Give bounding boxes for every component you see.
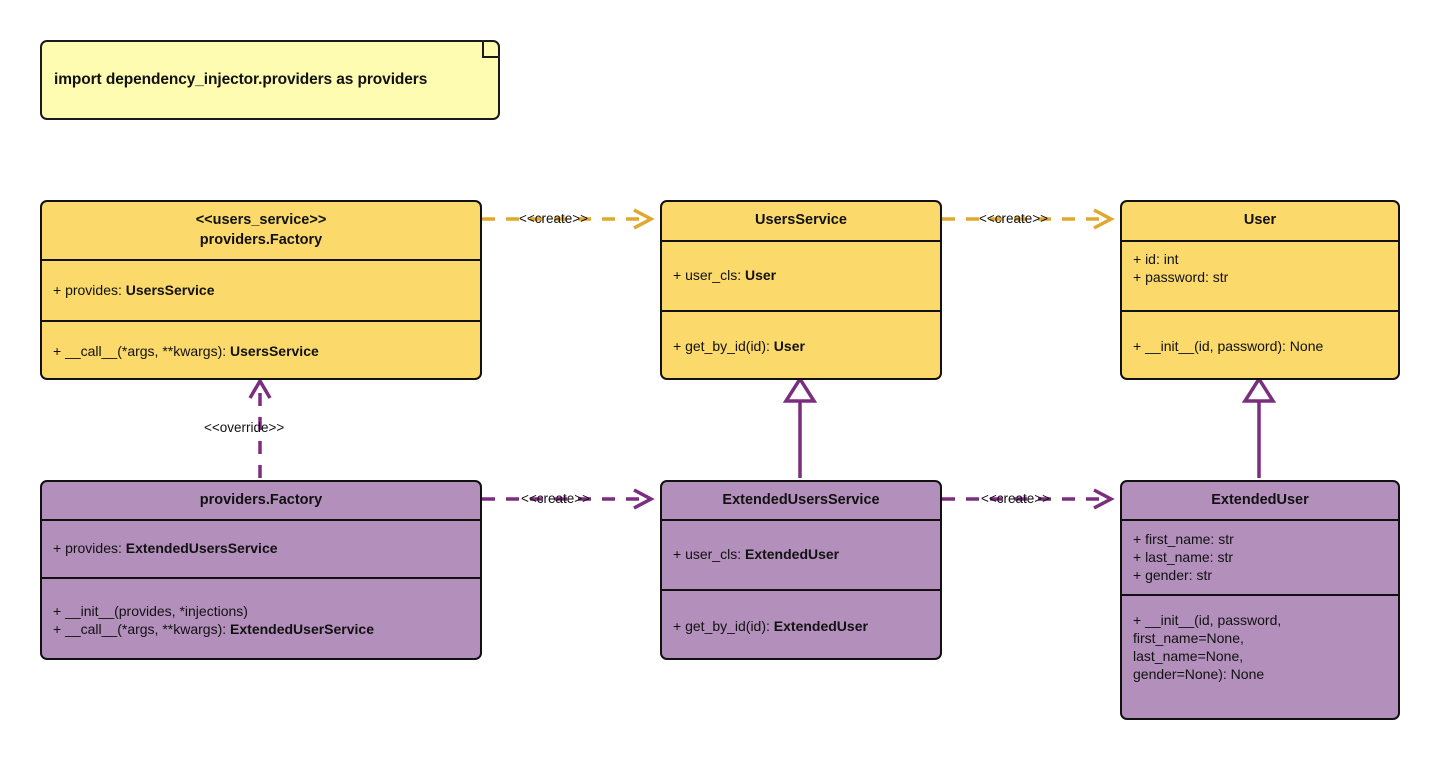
class-methods-extended-factory: + __init__(provides, *injections) + __ca… bbox=[42, 577, 480, 658]
class-stereotype: <<users_service>> bbox=[195, 212, 327, 229]
attribute-row: + last_name: str bbox=[1133, 548, 1233, 565]
class-name: ExtendedUser bbox=[1211, 491, 1309, 508]
class-title-extended-user: ExtendedUser bbox=[1122, 482, 1398, 519]
class-name: ExtendedUsersService bbox=[722, 491, 880, 508]
attribute-row: + user_cls: ExtendedUser bbox=[673, 546, 840, 563]
class-methods-extended-users-service: + get_by_id(id): ExtendedUser bbox=[662, 589, 940, 658]
note-text: import dependency_injector.providers as … bbox=[54, 71, 428, 88]
class-title-users-service: UsersService bbox=[662, 202, 940, 240]
class-attributes-users-service: + user_cls: User bbox=[662, 240, 940, 310]
open-arrowhead-icon bbox=[1093, 488, 1115, 510]
class-name: UsersService bbox=[755, 212, 847, 229]
method-row: + get_by_id(id): User bbox=[673, 338, 805, 355]
attribute-row: + id: int bbox=[1133, 251, 1179, 267]
class-box-extended-factory[interactable]: providers.Factory + provides: ExtendedUs… bbox=[40, 480, 482, 660]
class-name: providers.Factory bbox=[199, 231, 323, 248]
method-row: + __call__(*args, **kwargs): UsersServic… bbox=[53, 343, 319, 360]
attribute-row: + provides: UsersService bbox=[53, 281, 215, 298]
class-attributes-extended-factory: + provides: ExtendedUsersService bbox=[42, 519, 480, 577]
class-attributes-users-service-factory: + provides: UsersService bbox=[42, 259, 480, 320]
hollow-triangle-icon bbox=[782, 375, 818, 403]
class-box-user[interactable]: User + id: int + password: str + __init_… bbox=[1120, 200, 1400, 380]
class-methods-users-service-factory: + __call__(*args, **kwargs): UsersServic… bbox=[42, 320, 480, 378]
attribute-row: + gender: str bbox=[1133, 566, 1212, 583]
attribute-row: + user_cls: User bbox=[673, 267, 777, 284]
class-methods-user: + __init__(id, password): None bbox=[1122, 310, 1398, 378]
edge-label-override: <<override>> bbox=[204, 420, 285, 435]
class-box-users-service[interactable]: UsersService + user_cls: User + get_by_i… bbox=[660, 200, 942, 380]
class-title-extended-factory: providers.Factory bbox=[42, 482, 480, 519]
method-row: + __call__(*args, **kwargs): ExtendedUse… bbox=[53, 620, 374, 637]
note-import: import dependency_injector.providers as … bbox=[40, 40, 500, 120]
edge-label-create-top-left: <<create>> bbox=[519, 211, 589, 226]
attribute-row: + provides: ExtendedUsersService bbox=[53, 540, 278, 557]
attribute-row: + password: str bbox=[1133, 268, 1229, 285]
class-name: providers.Factory bbox=[199, 491, 323, 508]
hollow-triangle-icon bbox=[1241, 375, 1277, 403]
class-methods-extended-user: + __init__(id, password, first_name=None… bbox=[1122, 594, 1398, 718]
open-arrowhead-icon bbox=[1093, 208, 1115, 230]
method-row: + __init__(id, password): None bbox=[1133, 338, 1324, 355]
open-arrowhead-icon bbox=[633, 488, 655, 510]
class-attributes-user: + id: int + password: str bbox=[1122, 240, 1398, 310]
method-row: + __init__(id, password, first_name=None… bbox=[1133, 612, 1282, 682]
open-arrowhead-icon bbox=[633, 208, 655, 230]
method-row: + get_by_id(id): ExtendedUser bbox=[673, 617, 868, 634]
edge-inherit-service bbox=[782, 375, 818, 478]
class-name: User bbox=[1243, 212, 1277, 229]
class-attributes-extended-user: + first_name: str + last_name: str + gen… bbox=[1122, 519, 1398, 594]
class-methods-users-service: + get_by_id(id): User bbox=[662, 310, 940, 378]
edge-inherit-user bbox=[1241, 375, 1277, 478]
class-box-extended-user[interactable]: ExtendedUser + first_name: str + last_na… bbox=[1120, 480, 1400, 720]
edge-label-create-bottom-right: <<create>> bbox=[981, 491, 1051, 506]
class-attributes-extended-users-service: + user_cls: ExtendedUser bbox=[662, 519, 940, 589]
class-title-users-service-factory: <<users_service>> providers.Factory bbox=[42, 202, 480, 259]
open-arrowhead-icon bbox=[248, 377, 272, 399]
method-row: + __init__(provides, *injections) bbox=[53, 602, 248, 619]
edge-label-create-top-right: <<create>> bbox=[979, 211, 1049, 226]
class-title-extended-users-service: ExtendedUsersService bbox=[662, 482, 940, 519]
class-box-users-service-factory[interactable]: <<users_service>> providers.Factory + pr… bbox=[40, 200, 482, 380]
class-box-extended-users-service[interactable]: ExtendedUsersService + user_cls: Extende… bbox=[660, 480, 942, 660]
class-title-user: User bbox=[1122, 202, 1398, 240]
edge-label-create-bottom-left: <<create>> bbox=[521, 491, 591, 506]
note-body bbox=[40, 40, 500, 120]
attribute-row: + first_name: str bbox=[1133, 531, 1234, 547]
